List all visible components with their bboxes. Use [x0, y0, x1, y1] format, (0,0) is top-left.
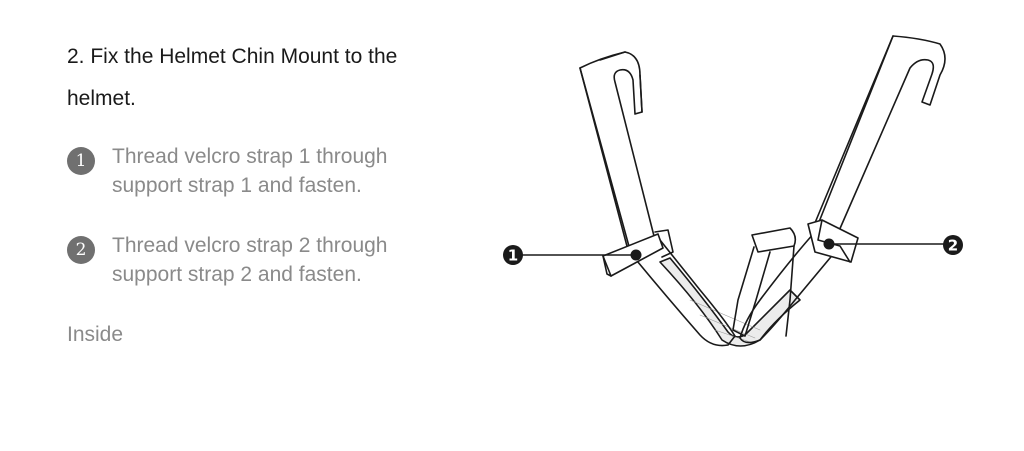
callout-1-label: 1 [508, 247, 518, 265]
chin-mount-illustration: 1 2 [503, 35, 963, 347]
step-1-number-badge: 1 [67, 147, 95, 175]
step-1-line-1: Thread velcro strap 1 through [112, 145, 388, 168]
step-2-text: Thread velcro strap 2 through support st… [112, 231, 387, 289]
left-support-strap [579, 51, 736, 347]
step-2-number-badge: 2 [67, 236, 95, 264]
callout-1-dot [630, 249, 642, 261]
inside-label: Inside [67, 323, 124, 346]
callout-1-badge [503, 245, 523, 265]
step-2-line-1: Thread velcro strap 2 through [112, 234, 388, 257]
step-1-text: Thread velcro strap 1 through support st… [112, 142, 387, 200]
inner-loop-strap [732, 227, 797, 337]
callout-2-badge [943, 235, 963, 255]
step-1: 1 Thread velcro strap 1 through support … [67, 142, 467, 200]
instruction-heading: 2. Fix the Helmet Chin Mount to the helm… [67, 36, 487, 120]
heading-line-2: helmet. [67, 87, 136, 110]
step-2: 2 Thread velcro strap 2 through support … [67, 231, 467, 289]
callout-1: 1 [503, 245, 642, 265]
step-1-line-2: support strap 1 and fasten. [112, 174, 362, 197]
heading-line-1: 2. Fix the Helmet Chin Mount to the [67, 45, 398, 68]
step-2-line-2: support strap 2 and fasten. [112, 263, 362, 286]
callout-2: 2 [823, 235, 963, 255]
right-support-strap [739, 35, 946, 344]
strap-base-mesh [659, 257, 801, 347]
callout-2-label: 2 [948, 237, 958, 255]
callout-2-dot [823, 238, 835, 250]
